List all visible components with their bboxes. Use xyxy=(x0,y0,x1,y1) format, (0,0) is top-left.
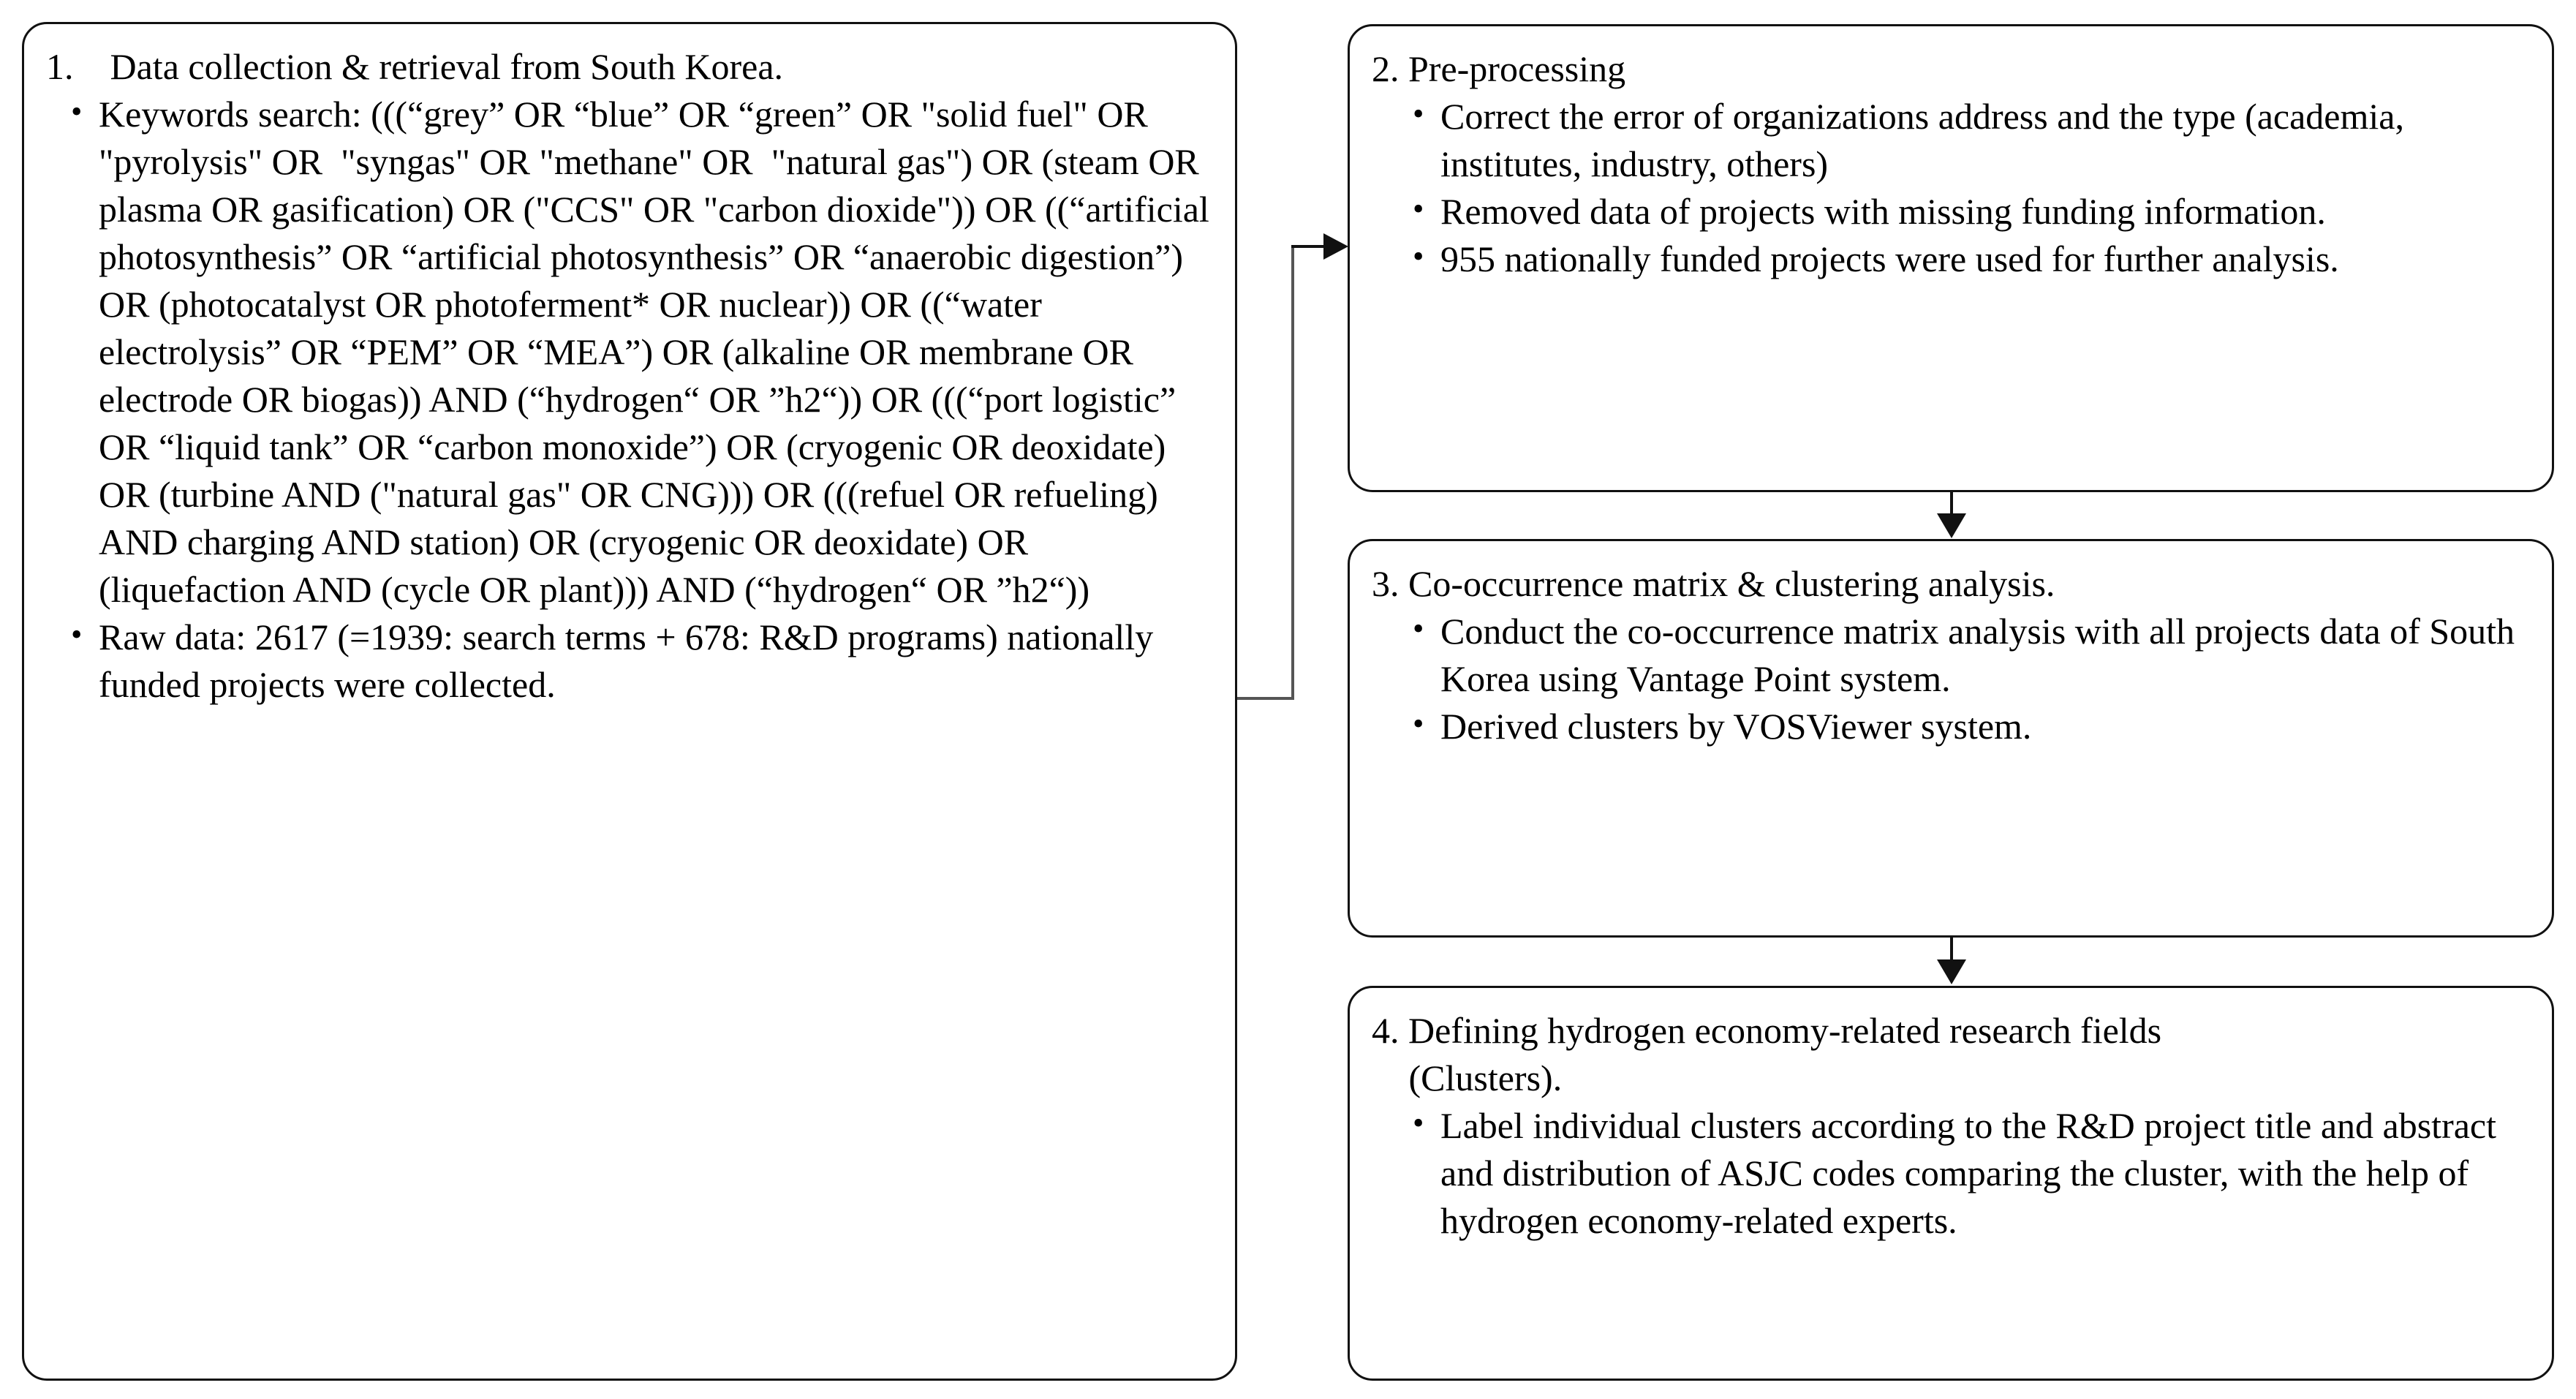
step-1-bullet-raw-data: Raw data: 2617 (=1939: search terms + 67… xyxy=(68,614,1213,709)
step-1-bullet-keywords-search: Keywords search: (((“grey” OR “blue” OR … xyxy=(68,91,1213,614)
step-3-bullet-derived-clusters: Derived clusters by VOSViewer system. xyxy=(1410,703,2530,750)
connector-1-to-2-segment-horizontal-upper xyxy=(1291,245,1334,248)
step-4-content: 4. Defining hydrogen economy-related res… xyxy=(1350,988,2552,1252)
step-1-heading: 1. Data collection & retrieval from Sout… xyxy=(46,46,784,87)
step-4-box: 4. Defining hydrogen economy-related res… xyxy=(1348,986,2554,1381)
step-1-box: 1. Data collection & retrieval from Sout… xyxy=(22,22,1237,1381)
step-3-bullet-conduct-matrix: Conduct the co-occurrence matrix analysi… xyxy=(1410,608,2530,703)
connector-2-to-3-segment-vertical xyxy=(1950,491,1953,521)
step-4-bullet-list: Label individual clusters according to t… xyxy=(1372,1102,2530,1245)
step-3-box: 3. Co-occurrence matrix & clustering ana… xyxy=(1348,539,2554,938)
step-2-bullet-correct-error: Correct the error of organizations addre… xyxy=(1410,93,2530,188)
step-3-bullet-list: Conduct the co-occurrence matrix analysi… xyxy=(1372,608,2530,750)
step-2-bullet-955-projects: 955 nationally funded projects were used… xyxy=(1410,235,2530,283)
step-3-heading: 3. Co-occurrence matrix & clustering ana… xyxy=(1372,563,2055,604)
step-4-bullet-label-clusters: Label individual clusters according to t… xyxy=(1410,1102,2530,1245)
connector-3-to-4-arrowhead-icon xyxy=(1937,959,1966,984)
step-2-content: 2. Pre-processing Correct the error of o… xyxy=(1350,26,2552,290)
step-2-box: 2. Pre-processing Correct the error of o… xyxy=(1348,24,2554,492)
step-2-bullet-list: Correct the error of organizations addre… xyxy=(1372,93,2530,283)
step-4-heading: 4. Defining hydrogen economy-related res… xyxy=(1372,1010,2162,1098)
connector-1-to-2-segment-horizontal-lower xyxy=(1237,697,1294,700)
step-1-content: 1. Data collection & retrieval from Sout… xyxy=(24,24,1235,716)
connector-1-to-2-segment-vertical xyxy=(1291,245,1294,698)
step-2-heading: 2. Pre-processing xyxy=(1372,48,1626,89)
step-3-content: 3. Co-occurrence matrix & clustering ana… xyxy=(1350,541,2552,758)
step-1-bullet-list: Keywords search: (((“grey” OR “blue” OR … xyxy=(46,91,1213,709)
connector-2-to-3-arrowhead-icon xyxy=(1937,513,1966,538)
step-2-bullet-removed-data: Removed data of projects with missing fu… xyxy=(1410,188,2530,235)
connector-3-to-4-segment-vertical xyxy=(1950,938,1953,968)
connector-1-to-2-arrowhead-icon xyxy=(1323,233,1348,260)
